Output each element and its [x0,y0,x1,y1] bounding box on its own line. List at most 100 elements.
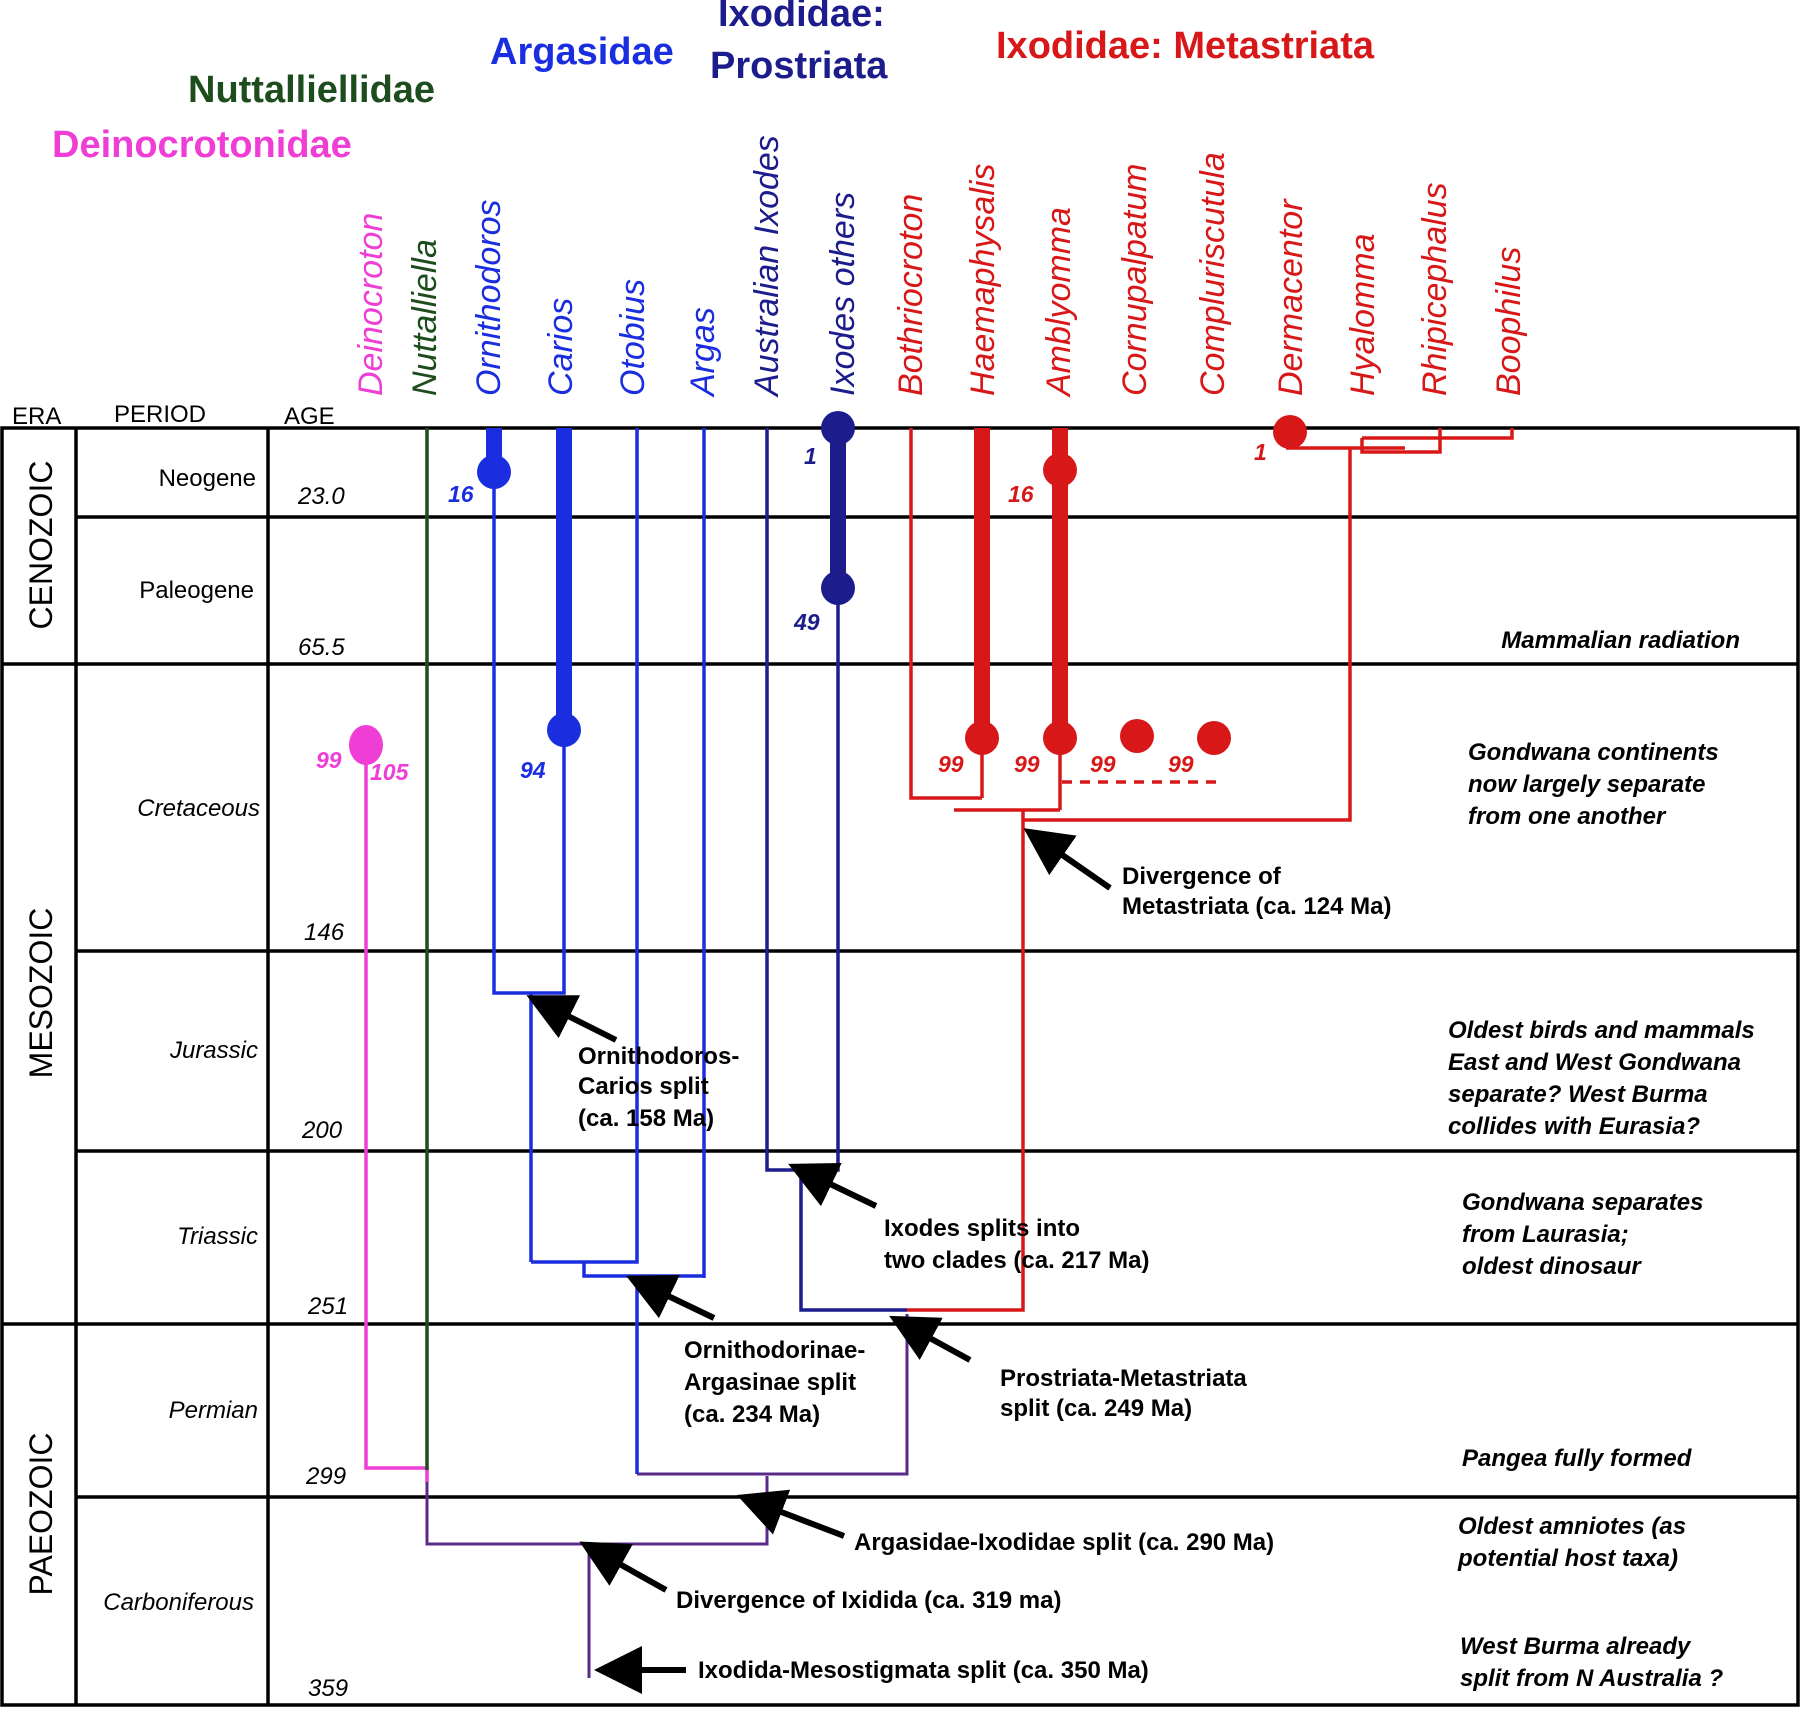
divergence-label: Ixodes splits into [884,1215,1080,1242]
age-label: 299 [305,1463,346,1490]
age-label: 65.5 [298,634,345,661]
event-label: separate? West Burma [1448,1081,1708,1108]
event-label: split from N Australia ? [1460,1665,1723,1692]
period-jurassic: Jurassic [169,1037,258,1064]
fossil-age: 99 [1014,751,1040,777]
fossil-age: 105 [370,759,410,785]
genus-label: Rhipicephalus [1416,182,1454,396]
ixodes-thick-range [830,428,846,590]
genus-label: Hyalomma [1344,234,1382,396]
ornithodoros-fossil-marker [477,455,511,489]
event-label: Oldest amniotes (as [1458,1513,1686,1540]
divergence-label: Carios split [578,1073,709,1100]
divergence-label: Argasinae split [684,1369,856,1396]
family-prostriata-line1: Ixodidae: [718,0,885,35]
divergence-label: split (ca. 249 Ma) [1000,1395,1192,1422]
genus-labels: Deinocroton Nuttalliella Ornithodoros Ca… [352,135,1528,398]
amblyomma-thick-range [1052,428,1068,738]
divergence-arrows [526,828,1112,1694]
age-label: 251 [307,1293,348,1320]
era-cenozoic: CENOZOIC [23,461,59,630]
fossil-age: 99 [938,751,964,777]
genus-label: Nuttalliella [406,239,444,396]
event-label: from Laurasia; [1462,1221,1629,1248]
event-label: Mammalian radiation [1501,627,1740,654]
fossil-age: 49 [793,609,820,635]
era-mesozoic: MESOZOIC [23,908,59,1079]
fossil-age: 99 [1090,751,1116,777]
genus-label: Haemaphysalis [964,164,1002,396]
genus-label: Ornithodoros [470,199,508,396]
period-neogene: Neogene [159,465,256,492]
event-label: oldest dinosaur [1462,1253,1642,1280]
metastriata-branches [907,428,1514,1312]
era-column-header: ERA [12,403,61,430]
timescale-grid [0,426,1800,1707]
event-label: potential host taxa) [1457,1545,1678,1572]
period-permian: Permian [169,1397,258,1424]
age-column-header: AGE [284,403,335,430]
genus-label: Amblyomma [1040,207,1078,398]
amblyomma-neogene-fossil-marker [1043,453,1077,487]
genus-label: Boophilus [1490,247,1528,396]
age-label: 146 [304,919,345,946]
genus-label: Bothriocroton [892,194,930,396]
family-deinocrotonidae: Deinocrotonidae [52,124,352,166]
fossil-age: 99 [1168,751,1194,777]
family-argasidae: Argasidae [490,31,674,73]
haemaphysalis-fossil-marker [965,721,999,755]
genus-label: Otobius [614,279,652,396]
fossil-age: 94 [520,757,546,783]
family-nuttalliellidae: Nuttalliellidae [188,69,435,111]
divergence-label: Prostriata-Metastriata [1000,1365,1247,1392]
divergence-label: two clades (ca. 217 Ma) [884,1247,1149,1274]
amblyomma-fossil-marker [1043,721,1077,755]
period-cretaceous: Cretaceous [137,795,260,822]
fossil-age: 1 [804,443,817,469]
divergence-label: Divergence of [1122,863,1282,890]
genus-label: Australian Ixodes [748,135,786,398]
divergence-label: Metastriata (ca. 124 Ma) [1122,893,1391,920]
dermacentor-fossil-marker [1273,415,1307,449]
event-label: Gondwana separates [1462,1189,1703,1216]
divergence-label: Ixodida-Mesostigmata split (ca. 350 Ma) [698,1657,1149,1684]
event-label: Oldest birds and mammals [1448,1017,1755,1044]
period-paleogene: Paleogene [139,577,254,604]
cornupalpatum-fossil-marker [1120,719,1154,753]
period-carboniferous: Carboniferous [103,1589,254,1616]
compluriscutula-fossil-marker [1197,721,1231,755]
divergence-label: Ornithodorinae- [684,1337,865,1364]
event-label: now largely separate [1468,771,1705,798]
fossil-age: 16 [448,481,474,507]
genus-label: Cornupalpatum [1116,164,1154,396]
event-label: Gondwana continents [1468,739,1719,766]
fossil-age: 1 [1254,439,1267,465]
deinocroton-branch [364,760,429,1482]
event-label: from one another [1468,803,1667,830]
genus-label: Dermacentor [1272,198,1310,396]
age-label: 23.0 [297,483,345,510]
family-prostriata-line2: Prostriata [710,45,888,87]
period-triassic: Triassic [177,1223,258,1250]
period-column-header: PERIOD [114,401,206,428]
divergence-label: Divergence of Ixidida (ca. 319 ma) [676,1587,1062,1614]
fossil-age: 99 [316,747,342,773]
era-paeozoic: PAEOZOIC [23,1433,59,1596]
genus-label: Compluriscutula [1194,152,1232,396]
genus-label: Argas [684,307,722,398]
ixodes-paleogene-fossil-marker [821,571,855,605]
age-label: 359 [308,1675,348,1702]
carios-thick-range [556,428,572,730]
divergence-label: Ornithodoros- [578,1043,739,1070]
event-label: West Burma already [1460,1633,1692,1660]
genus-label: Ixodes others [824,192,862,396]
event-label: collides with Eurasia? [1448,1113,1700,1140]
family-metastriata: Ixodidae: Metastriata [996,25,1375,67]
ixodes-recent-fossil-marker [821,411,855,445]
event-label: Pangea fully formed [1462,1445,1693,1472]
fossil-age: 16 [1008,481,1034,507]
event-label: East and West Gondwana [1448,1049,1741,1076]
haemaphysalis-thick-range [974,428,990,738]
genus-label: Carios [542,298,580,396]
